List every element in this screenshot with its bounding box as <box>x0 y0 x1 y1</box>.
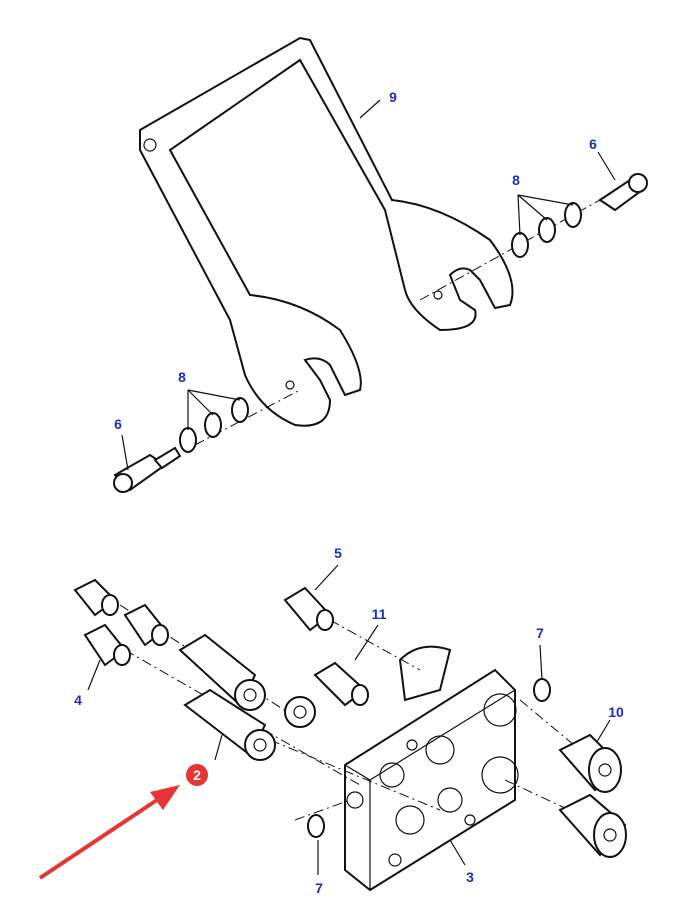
bolt-right <box>598 173 648 212</box>
callout-5: 5 <box>334 545 342 561</box>
highlight-arrow <box>38 785 180 880</box>
callout-2-badge[interactable]: 2 <box>186 764 208 786</box>
callout-8-left: 8 <box>178 369 186 385</box>
couplers-right <box>558 733 627 858</box>
washers-right <box>511 202 582 258</box>
washers-left <box>179 397 249 453</box>
callout-3: 3 <box>466 869 474 885</box>
callout-7-right: 7 <box>536 625 544 641</box>
callout-10: 10 <box>608 704 624 720</box>
axis-line-right <box>419 199 601 301</box>
callout-6-right: 6 <box>589 136 597 152</box>
seals <box>307 678 551 838</box>
callout-11: 11 <box>371 606 387 622</box>
bolt-left <box>113 446 182 493</box>
callout-7-bottom: 7 <box>315 880 323 896</box>
callout-6-left: 6 <box>114 416 122 432</box>
fitting-5 <box>283 586 334 632</box>
callout-4: 4 <box>74 692 82 708</box>
fittings-left <box>73 578 169 667</box>
couplers-left <box>178 633 316 761</box>
valve-block <box>344 645 519 892</box>
adapter-11 <box>313 661 369 707</box>
leader-lines <box>87 99 616 875</box>
callout-8-right: 8 <box>512 172 520 188</box>
callout-9: 9 <box>389 89 397 105</box>
yoke-part <box>139 36 514 427</box>
